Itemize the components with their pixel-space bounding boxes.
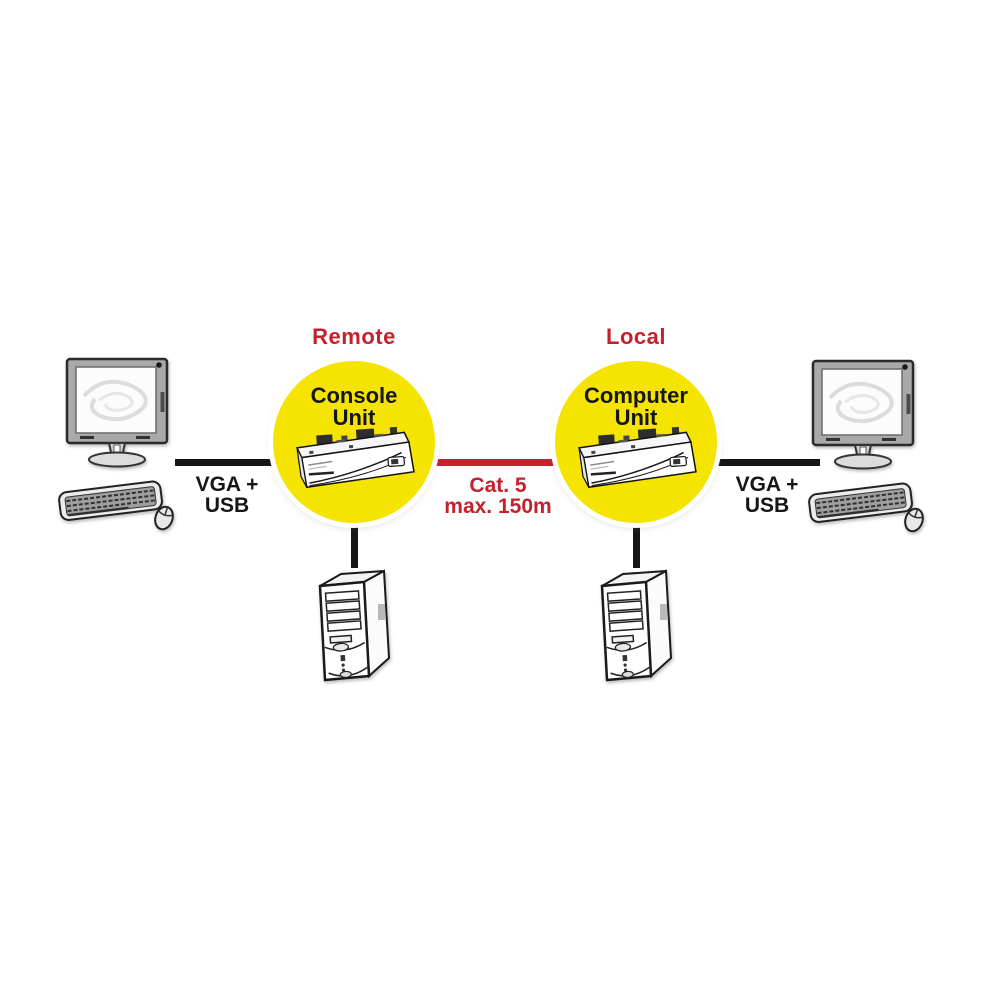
cat5-cable-label-line2: max. 150m <box>444 495 552 518</box>
console-unit-title: Console Unit <box>273 385 435 429</box>
left-cable-label-line2: USB <box>204 494 250 517</box>
cat5-cable-label: Cat. 5 max. 150m <box>425 475 571 517</box>
keyboard-mouse-icon <box>808 482 924 533</box>
left-cable-label-line1: VGA + <box>195 473 259 496</box>
right-cable-label: VGA + USB <box>712 474 822 516</box>
console-unit-title-line1: Console <box>310 383 398 408</box>
keyboard-mouse-icon <box>58 480 174 531</box>
computer-unit-title-line1: Computer <box>584 383 688 408</box>
left-vga-usb-cable-line <box>175 459 277 466</box>
computer-unit-circle: Computer Unit <box>555 361 717 523</box>
right-cable-label-line2: USB <box>744 494 790 517</box>
computer-tower-icon <box>600 569 673 682</box>
computer-unit-title-line2: Unit <box>614 405 658 430</box>
remote-side-label: Remote <box>312 324 396 349</box>
local-side-label: Local <box>606 324 666 349</box>
cat5-cable-label-line1: Cat. 5 <box>469 474 527 497</box>
extender-unit-icon <box>577 426 697 489</box>
computer-tower-icon <box>318 569 391 682</box>
right-unit-to-pc-cable-line <box>633 518 640 568</box>
cat5-cable-line <box>433 459 557 466</box>
right-vga-usb-cable-line <box>714 459 820 466</box>
computer-unit-title: Computer Unit <box>555 385 717 429</box>
left-cable-label: VGA + USB <box>172 474 282 516</box>
monitor-icon <box>811 359 915 470</box>
monitor-icon <box>65 357 169 468</box>
console-unit-title-line2: Unit <box>332 405 376 430</box>
right-cable-label-line1: VGA + <box>735 473 799 496</box>
left-unit-to-pc-cable-line <box>351 518 358 568</box>
extender-unit-icon <box>295 426 415 489</box>
console-unit-circle: Console Unit <box>273 361 435 523</box>
